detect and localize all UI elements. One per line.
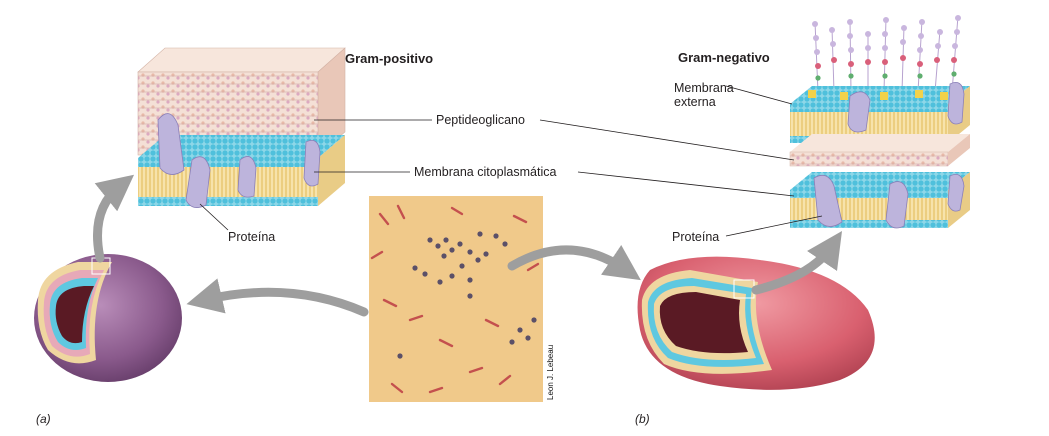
gram-negative-wall-block: [789, 15, 970, 229]
outer-membrane-label: Membrana externa: [674, 81, 734, 109]
protein-label-left: Proteína: [228, 230, 276, 244]
gram-positive-cell: [34, 254, 182, 382]
peptidoglycan-label: Peptideoglicano: [436, 113, 525, 127]
panel-a-label: (a): [36, 412, 51, 426]
process-arrows: [93, 174, 842, 317]
gram-negative-title: Gram-negativo: [678, 50, 770, 65]
panel-b-label: (b): [635, 412, 650, 426]
photo-credit: Leon J. Lebeau: [546, 344, 555, 400]
leader-lines: [199, 85, 823, 237]
gram-positive-wall-block: [137, 47, 346, 208]
cytoplasmic-membrane-label: Membrana citoplasmática: [414, 165, 557, 179]
micrograph: [369, 196, 543, 402]
gram-positive-title: Gram-positivo: [345, 51, 434, 66]
gram-negative-cell: [637, 256, 875, 390]
protein-label-right: Proteína: [672, 230, 720, 244]
